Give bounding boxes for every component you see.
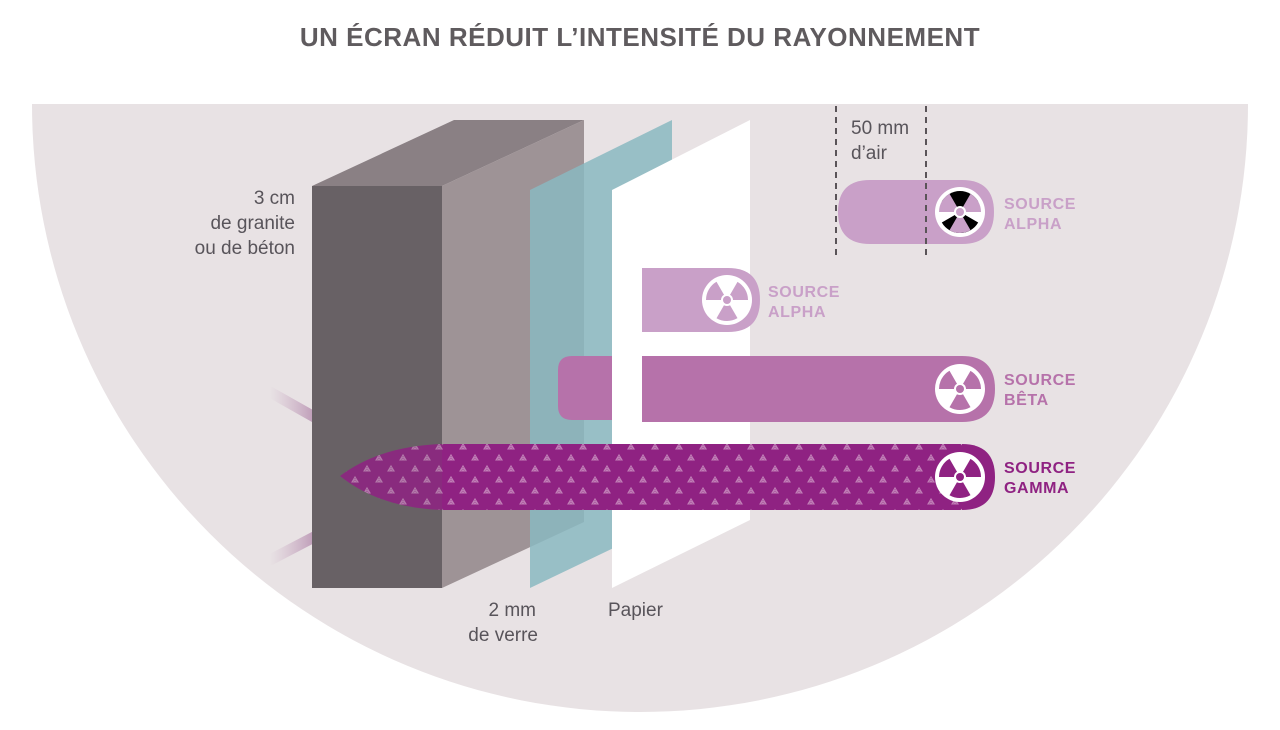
svg-text:de verre: de verre	[468, 625, 538, 646]
svg-text:GAMMA: GAMMA	[1004, 480, 1069, 497]
svg-text:SOURCE: SOURCE	[1004, 460, 1076, 477]
paper-sheet	[612, 120, 750, 588]
svg-text:3 cm: 3 cm	[254, 188, 295, 209]
svg-text:ALPHA: ALPHA	[768, 304, 826, 321]
svg-text:SOURCE: SOURCE	[1004, 196, 1076, 213]
diagram-title: UN ÉCRAN RÉDUIT L’INTENSITÉ DU RAYONNEME…	[300, 22, 980, 52]
svg-text:ou de béton: ou de béton	[195, 238, 295, 259]
svg-text:SOURCE: SOURCE	[768, 284, 840, 301]
svg-text:BÊTA: BÊTA	[1004, 390, 1049, 409]
svg-text:ALPHA: ALPHA	[1004, 216, 1062, 233]
svg-text:d’air: d’air	[851, 143, 888, 164]
svg-text:SOURCE: SOURCE	[1004, 372, 1076, 389]
svg-text:50 mm: 50 mm	[851, 118, 909, 139]
svg-text:de granite: de granite	[210, 213, 295, 234]
beta-beam-stub	[558, 356, 620, 420]
gamma-beam	[442, 444, 962, 510]
paper-label: Papier	[608, 600, 664, 621]
svg-text:2 mm: 2 mm	[489, 600, 537, 621]
